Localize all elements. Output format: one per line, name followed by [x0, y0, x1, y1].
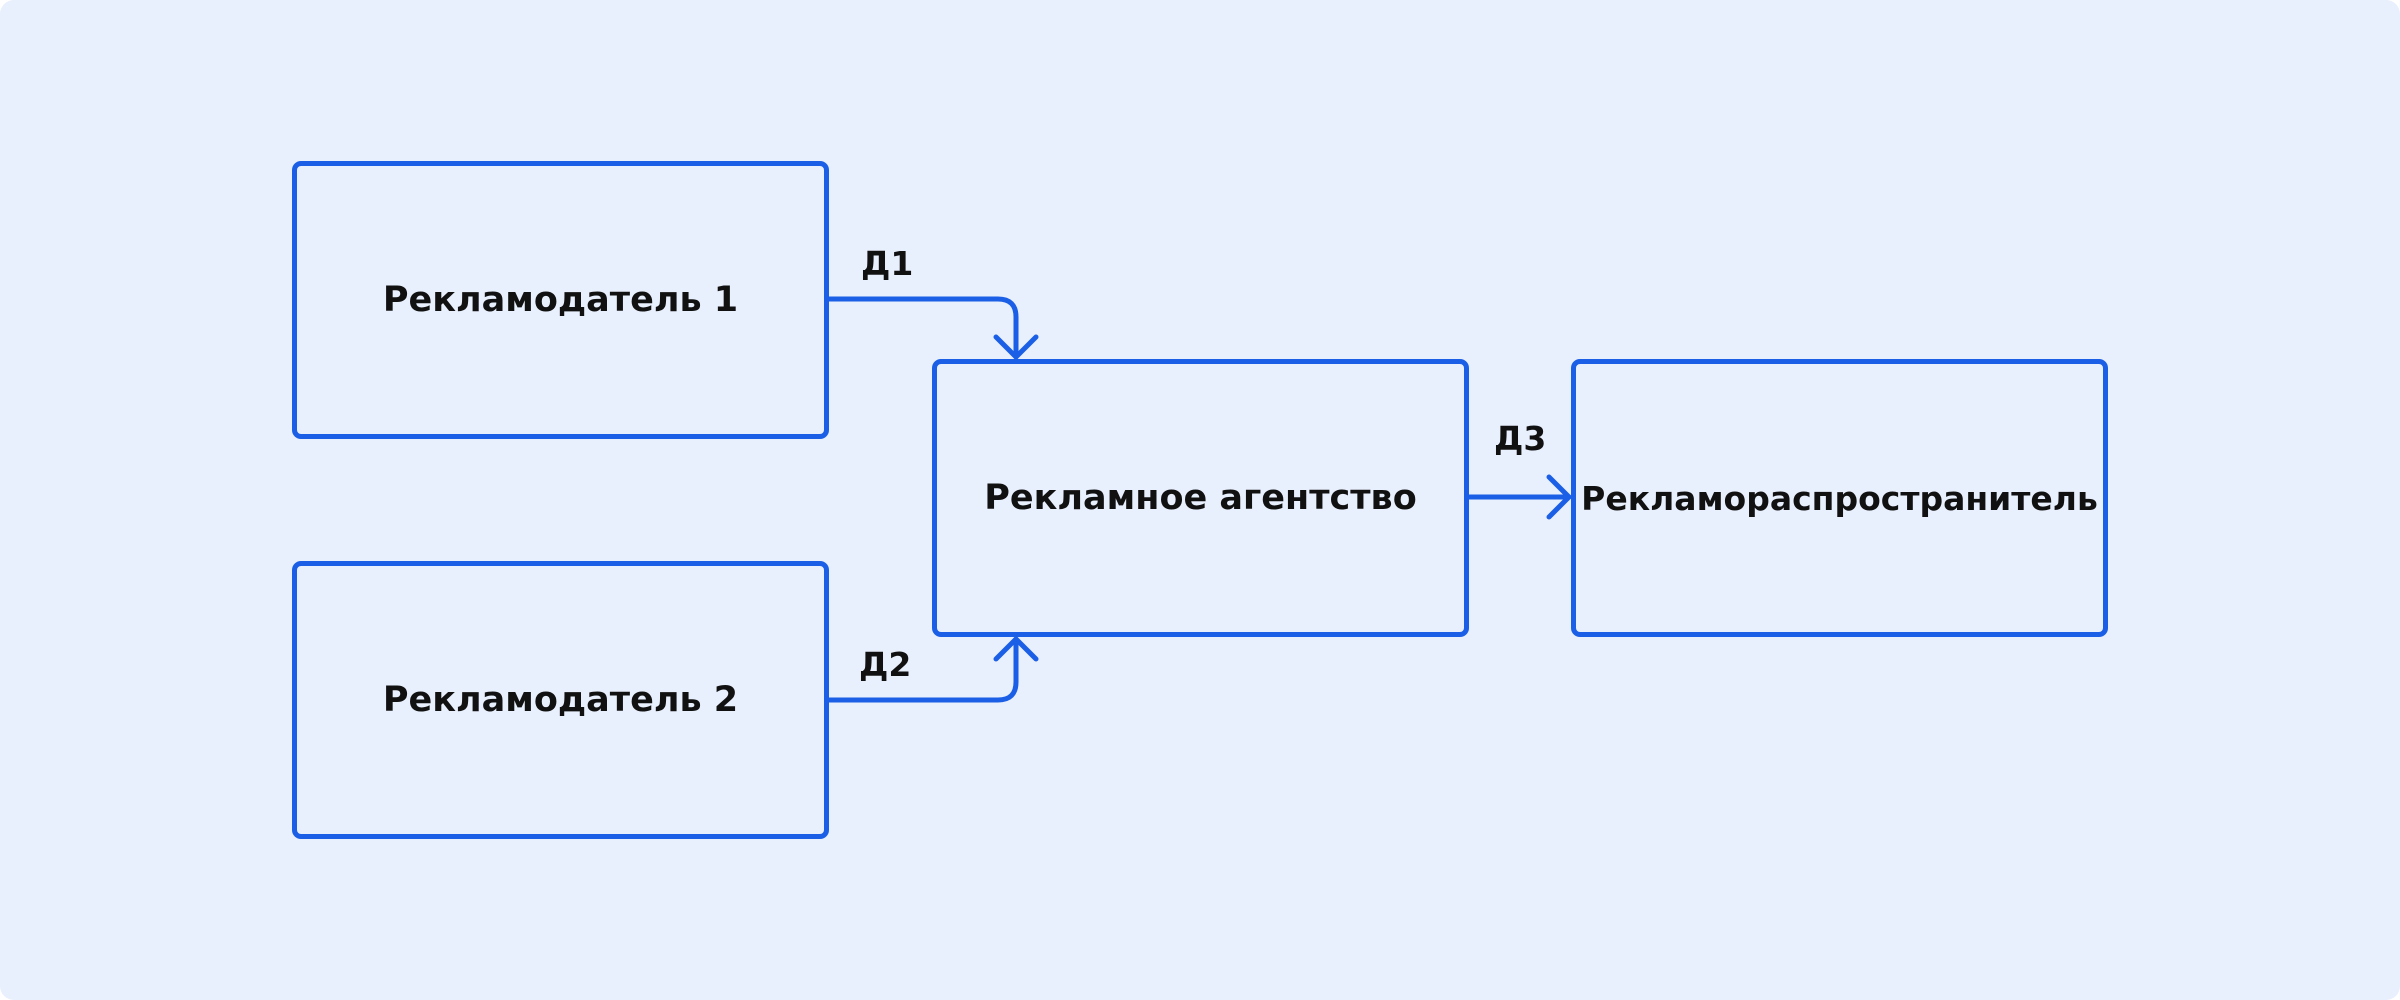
edge-label-d2: Д2: [859, 645, 912, 684]
node-advertiser-2-label: Рекламодатель 2: [382, 680, 739, 720]
node-advertiser-1-label: Рекламодатель 1: [382, 280, 739, 320]
edge-label-d1: Д1: [861, 244, 914, 283]
edge-d3-arrowhead: [1546, 474, 1572, 520]
node-distributor-label: Рекламораспространитель: [1581, 478, 2098, 518]
edge-label-d3: Д3: [1494, 419, 1547, 458]
node-distributor: Рекламораспространитель: [1571, 359, 2108, 637]
edge-d1-arrowhead: [993, 334, 1039, 360]
edge-d2-arrowhead: [993, 636, 1039, 662]
edge-d1-line: [826, 296, 1019, 360]
node-agency-label: Рекламное агентство: [984, 478, 1417, 518]
edge-d2-line: [826, 636, 1019, 703]
node-advertiser-1: Рекламодатель 1: [292, 161, 829, 439]
node-agency: Рекламное агентство: [932, 359, 1469, 637]
node-advertiser-2: Рекламодатель 2: [292, 561, 829, 839]
